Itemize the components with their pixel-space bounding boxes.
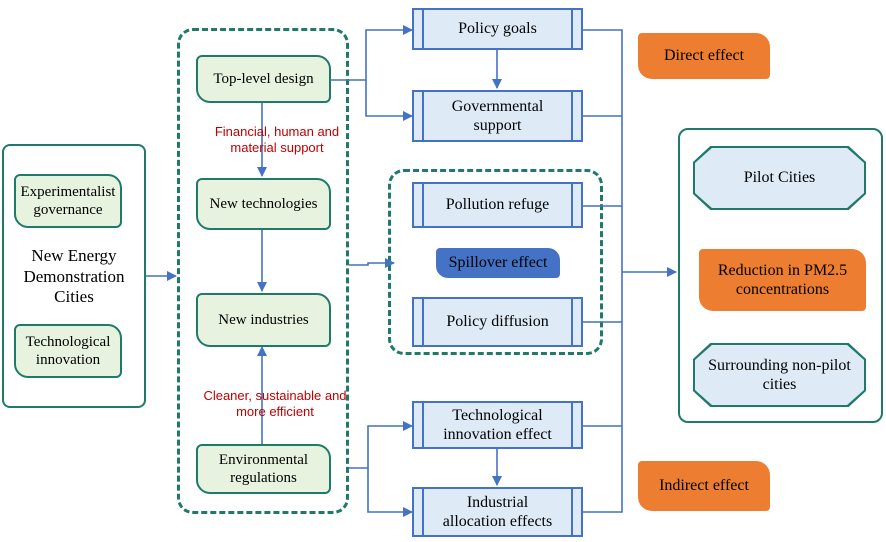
policy-diffusion-box: Policy diffusion: [412, 297, 583, 347]
arrow-to-governmental-support: [365, 80, 413, 121]
arrow-to-policy-goals: [331, 25, 413, 81]
collector-line: [583, 29, 623, 513]
governmental-support-box: Governmental support: [412, 90, 583, 142]
industrial-allocation-box: Industrial allocation effects: [412, 487, 583, 537]
pollution-refuge-box: Pollution refuge: [412, 182, 583, 228]
new-energy-demonstration-cities-title: New Energy Demonstration Cities: [23, 246, 125, 307]
arrow-to-industrial-allocation: [367, 468, 413, 517]
experimentalist-governance-box: Experimentalist governance: [14, 174, 122, 228]
pilot-cities-label: Pilot Cities: [695, 148, 864, 208]
mechanism-group: [177, 28, 349, 514]
pm25-reduction-box: Reduction in PM2.5 concentrations: [699, 249, 866, 311]
direct-effect-label: Direct effect: [638, 33, 770, 79]
indirect-effect-label: Indirect effect: [638, 461, 770, 511]
note-cleaner-sustainable: Cleaner, sustainable and more efficient: [203, 388, 347, 419]
arrow-to-tech-innovation-effect: [349, 421, 413, 469]
pilot-cities-box: Pilot Cities: [693, 146, 866, 210]
arrow-mechanism-to-spillover: [349, 258, 395, 268]
spillover-effect-label: Spillover effect: [436, 248, 560, 278]
new-technologies-box: New technologies: [196, 178, 331, 230]
environmental-regulations-box: Environmental regulations: [196, 444, 331, 494]
top-level-design-box: Top-level design: [196, 55, 331, 103]
surrounding-cities-label: Surrounding non-pilot cities: [695, 345, 864, 405]
policy-goals-box: Policy goals: [412, 8, 583, 50]
new-industries-box: New industries: [196, 293, 331, 347]
technological-innovation-box: Technological innovation: [14, 324, 122, 378]
surrounding-cities-box: Surrounding non-pilot cities: [693, 343, 866, 407]
note-financial-support: Financial, human and material support: [214, 124, 340, 155]
tech-innovation-effect-box: Technological innovation effect: [412, 401, 583, 449]
